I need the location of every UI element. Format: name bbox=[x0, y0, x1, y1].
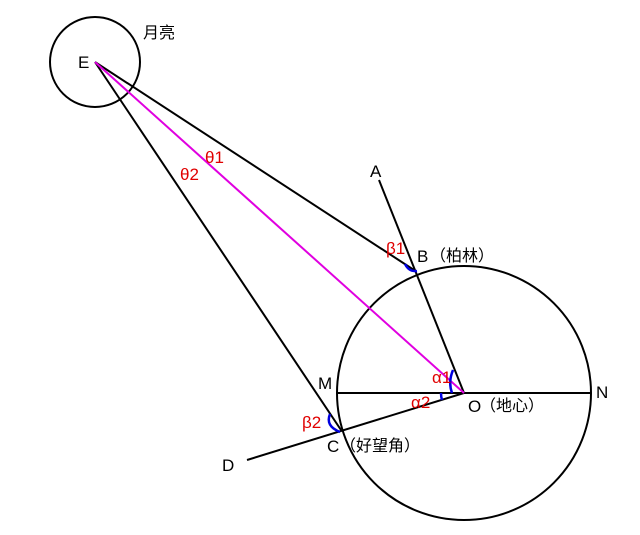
arc-beta2 bbox=[327, 413, 341, 434]
label-alpha2: α2 bbox=[411, 393, 430, 412]
label-A: A bbox=[370, 162, 382, 181]
line-E-O bbox=[94, 61, 465, 394]
label-theta1: θ1 bbox=[205, 148, 224, 167]
label-C: C bbox=[327, 437, 339, 456]
label-earth-center: （地心） bbox=[480, 396, 544, 415]
line-D-O bbox=[246, 392, 465, 461]
label-beta2: β2 bbox=[302, 413, 321, 432]
moon-circle bbox=[49, 16, 141, 108]
label-M: M bbox=[318, 374, 332, 393]
label-theta2: θ2 bbox=[180, 165, 199, 184]
label-alpha1: α1 bbox=[432, 368, 451, 387]
line-E-B bbox=[94, 61, 415, 271]
label-cape: （好望角） bbox=[340, 436, 420, 455]
line-A-O bbox=[378, 179, 465, 394]
arc-alpha2 bbox=[439, 392, 444, 401]
label-berlin: （柏林） bbox=[430, 246, 494, 265]
label-B: B bbox=[417, 247, 428, 266]
label-D: D bbox=[222, 456, 234, 475]
label-beta1: β1 bbox=[386, 239, 405, 258]
label-N: N bbox=[596, 383, 608, 402]
arc-alpha1 bbox=[449, 369, 455, 394]
arc-beta1 bbox=[403, 263, 418, 273]
label-moon: 月亮 bbox=[143, 23, 175, 42]
line-E-C bbox=[94, 61, 342, 431]
label-E: E bbox=[78, 53, 89, 72]
label-O: O bbox=[468, 397, 481, 416]
